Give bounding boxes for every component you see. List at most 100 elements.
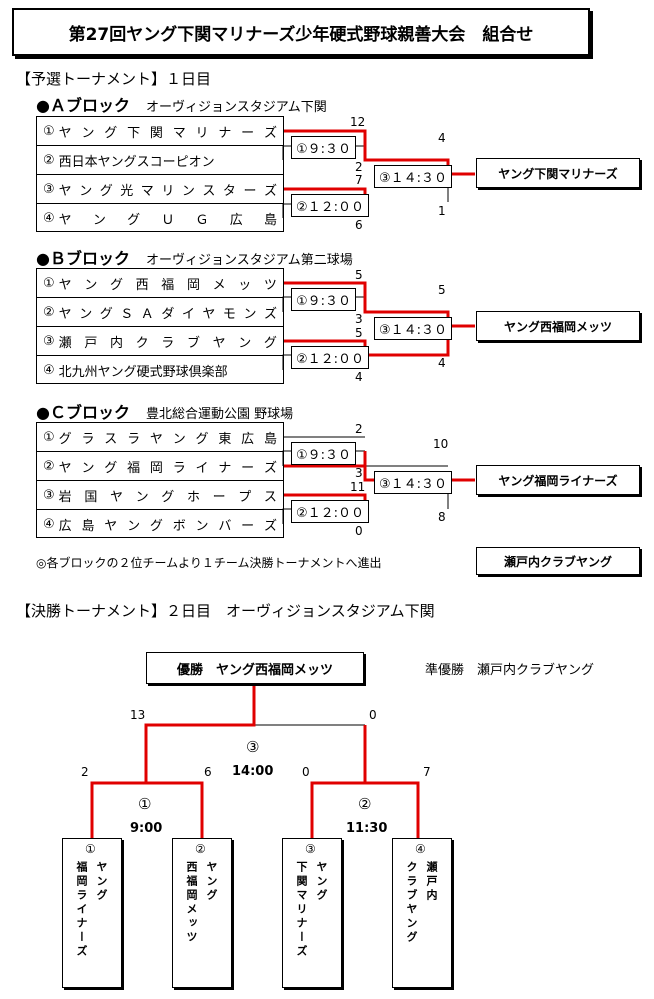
team-num: ③ <box>43 333 55 349</box>
score: 6 <box>204 765 212 779</box>
score: 12 <box>350 115 366 129</box>
score: 2 <box>355 160 363 174</box>
team-name: 西日本ヤングスコーピオン <box>58 154 215 170</box>
advance-note: ◎各ブロックの２位チームより１チーム決勝トーナメントへ進出 <box>36 556 382 570</box>
prelim-heading: 【予選トーナメント】１日目 <box>16 70 212 88</box>
runner-up: 準優勝 瀬戸内クラブヤング <box>425 663 595 678</box>
team-name-col2: クラブヤング <box>405 861 418 945</box>
score: 0 <box>369 708 377 722</box>
score: 13 <box>130 708 146 722</box>
team-name-col1: ヤング <box>315 861 328 903</box>
score: 2 <box>355 422 363 436</box>
team-name: 北九州ヤング硬式野球倶楽部 <box>58 365 228 380</box>
block-a-winner: ヤング下関マリナーズ <box>476 158 640 188</box>
block-b-match-3: ③１４:３０ <box>374 317 453 340</box>
team-num: ④ <box>43 363 55 378</box>
block-a-match-3: ③１４:３０ <box>374 165 453 188</box>
final-team-4: ④ 瀬戸内 クラブヤング <box>392 838 452 988</box>
team-num: ③ <box>43 487 55 503</box>
page-title: 第27回ヤング下関マリナーズ少年硬式野球親善大会 組合せ <box>12 8 590 56</box>
score: 5 <box>438 283 446 297</box>
team-name: ヤング西福岡メッツ <box>58 277 277 293</box>
block-a-name: ●Ａブロック <box>36 96 130 115</box>
final-team-1: ① ヤング 福岡ライナーズ <box>62 838 122 988</box>
score: 4 <box>438 356 446 370</box>
team-num: ① <box>43 123 55 139</box>
team-name: 岩国ヤングホープス <box>58 489 277 505</box>
team-name-col1: 瀬戸内 <box>425 861 438 903</box>
score: 4 <box>355 370 363 384</box>
block-b-name: ●Ｂブロック <box>36 249 130 268</box>
team-num: ① <box>43 429 55 445</box>
score: 6 <box>355 218 363 232</box>
block-c-match-2: ②１２:００ <box>291 500 370 523</box>
final-team-3: ③ ヤング 下関マリナーズ <box>282 838 342 988</box>
team-name-col2: 福岡ライナーズ <box>75 861 88 959</box>
match-3-num: ③ <box>246 738 260 756</box>
score: 10 <box>433 437 449 451</box>
team-num: ④ <box>415 842 426 856</box>
score: 1 <box>438 204 446 218</box>
block-a-match-2: ②１２:００ <box>291 194 370 217</box>
champion-box: 優勝 ヤング西福岡メッツ <box>146 652 364 684</box>
score: 8 <box>438 510 446 524</box>
team-name: ヤング福岡ライナーズ <box>58 460 277 476</box>
block-c-match-1: ①９:３０ <box>291 442 357 465</box>
score: 2 <box>81 765 89 779</box>
team-num: ② <box>43 304 55 320</box>
block-c-name: ●Ｃブロック <box>36 403 130 422</box>
final-heading: 【決勝トーナメント】２日目 オーヴィジョンスタジアム下関 <box>16 602 435 620</box>
match-1-time: 9:00 <box>130 821 163 836</box>
match-1-num: ① <box>138 795 152 813</box>
team-name: ヤング光マリンスターズ <box>58 183 277 199</box>
block-b-match-2: ②１２:００ <box>291 346 370 369</box>
team-num: ① <box>85 842 96 856</box>
match-2-num: ② <box>358 795 372 813</box>
team-num: ④ <box>43 211 55 226</box>
team-name-col2: 下関マリナーズ <box>295 861 308 959</box>
team-name: 広島ヤングボンバーズ <box>58 519 277 534</box>
match-3-time: 14:00 <box>232 764 274 779</box>
team-name-col1: ヤング <box>205 861 218 903</box>
team-name: ヤング下関マリナーズ <box>58 125 277 141</box>
team-name: グラスラヤング東広島 <box>58 431 277 447</box>
score: 3 <box>355 466 363 480</box>
team-num: ④ <box>43 517 55 532</box>
team-name-col2: 西福岡メッツ <box>185 861 198 945</box>
score: 0 <box>355 524 363 538</box>
block-b-match-1: ①９:３０ <box>291 288 357 311</box>
block-c-match-3: ③１４:３０ <box>374 471 453 494</box>
score: 4 <box>438 131 446 145</box>
team-name: 瀬戸内クラブヤング <box>58 335 277 351</box>
score: 7 <box>355 173 363 187</box>
block-a-venue: オーヴィジョンスタジアム下関 <box>145 100 327 115</box>
score: 0 <box>302 765 310 779</box>
final-team-2: ② ヤング 西福岡メッツ <box>172 838 232 988</box>
team-num: ③ <box>305 842 316 856</box>
team-num: ① <box>43 275 55 291</box>
block-a-match-1: ①９:３０ <box>291 136 357 159</box>
team-num: ② <box>195 842 206 856</box>
block-c-venue: 豊北総合運動公園 野球場 <box>145 407 294 422</box>
match-2-time: 11:30 <box>346 821 388 836</box>
block-b-winner: ヤング西福岡メッツ <box>476 311 640 341</box>
team-num: ③ <box>43 181 55 197</box>
team-num: ② <box>43 458 55 474</box>
wildcard-team: 瀬戸内クラブヤング <box>476 547 640 575</box>
team-name-col1: ヤング <box>95 861 108 903</box>
block-c-header: ●Ｃブロック豊北総合運動公園 野球場 <box>36 399 293 423</box>
